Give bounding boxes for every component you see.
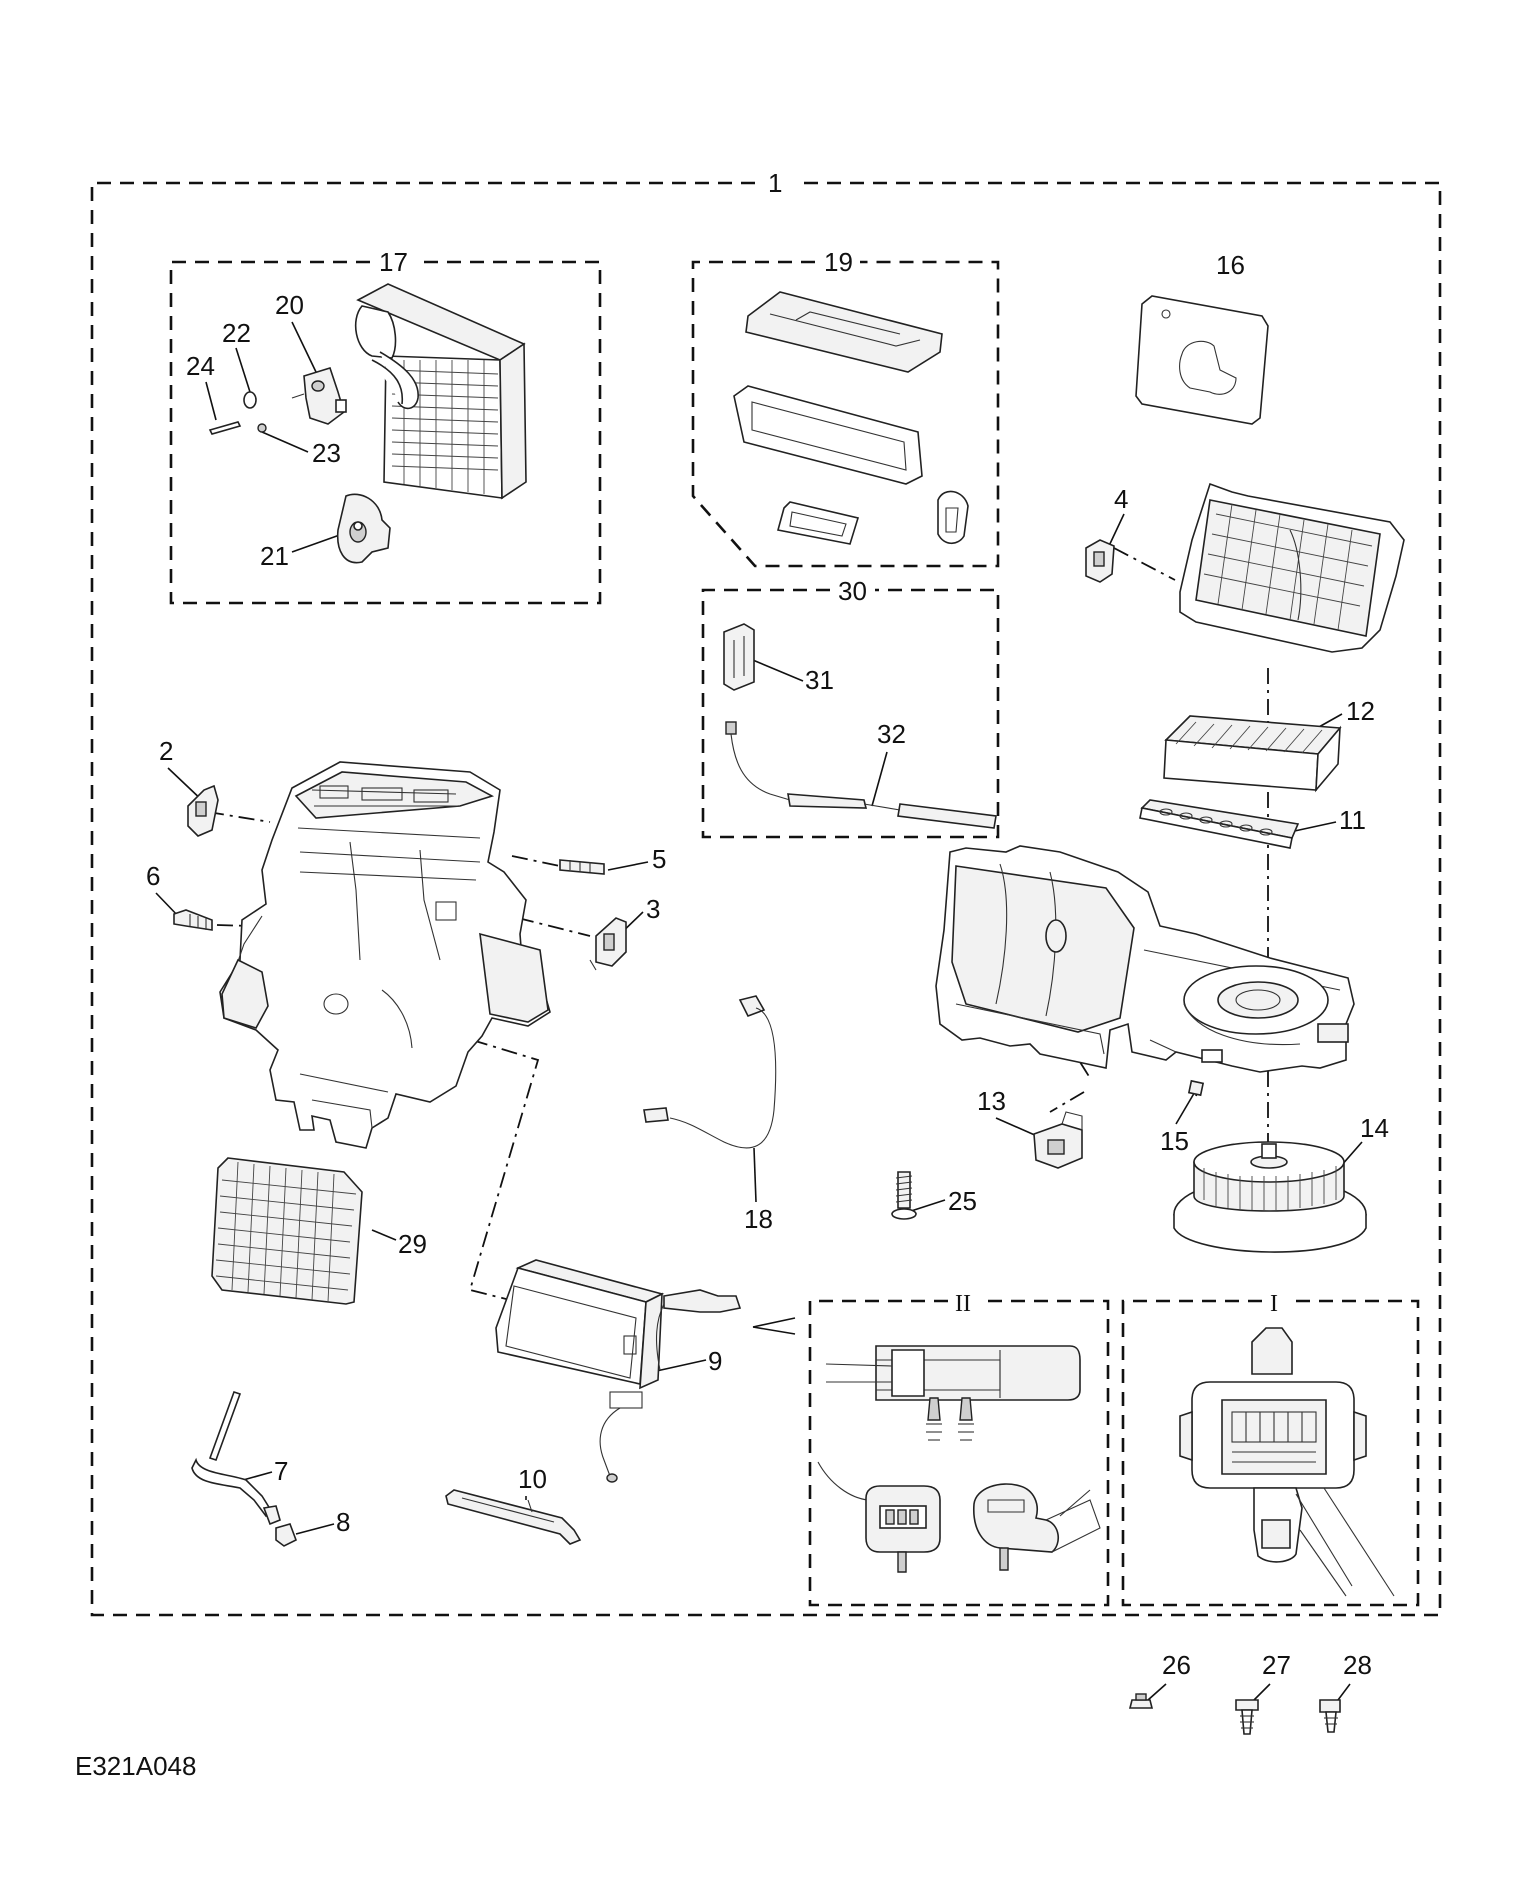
valve-bolt	[208, 421, 242, 435]
seal-upper	[745, 291, 943, 373]
callout-28: 28	[1343, 1650, 1372, 1680]
callout-26: 26	[1162, 1650, 1191, 1680]
detail-I-connector	[1179, 1327, 1395, 1597]
detail-box-I	[1121, 1299, 1420, 1607]
clip-15	[1187, 1079, 1205, 1097]
callout-31: 31	[805, 665, 834, 695]
fastener-27	[1235, 1699, 1259, 1735]
callout-7: 7	[274, 1456, 288, 1486]
mode-actuator	[187, 784, 219, 837]
heater-core	[495, 1259, 742, 1483]
callout-11: 11	[1339, 805, 1366, 835]
harness-18	[643, 995, 777, 1149]
insulator-pad	[1135, 295, 1269, 425]
callout-23: 23	[312, 438, 341, 468]
fastener-26	[1128, 1693, 1154, 1709]
actuator-small	[1085, 539, 1115, 583]
control-module	[723, 623, 755, 691]
callout-9: 9	[708, 1346, 722, 1376]
seal-middle	[733, 385, 923, 485]
callout-22: 22	[222, 318, 251, 348]
sensor-6	[173, 909, 213, 931]
callout-19: 19	[824, 247, 853, 277]
callout-12: 12	[1346, 696, 1375, 726]
drawing-reference-code: E321A048	[75, 1751, 196, 1781]
o-ring	[243, 391, 257, 409]
callout-3: 3	[646, 894, 660, 924]
seal-small-2	[937, 490, 969, 545]
sensor-harness	[725, 721, 997, 829]
valve-cover	[336, 493, 391, 564]
blower-resistor	[1033, 1111, 1083, 1169]
valve-screw	[257, 423, 267, 433]
fastener-28	[1319, 1699, 1341, 1733]
blower-motor-fan	[1173, 1141, 1367, 1253]
callout-8: 8	[336, 1507, 350, 1537]
detail-II-plug-elbow	[973, 1483, 1101, 1571]
detail-box-II	[808, 1299, 1110, 1607]
callout-29: 29	[398, 1229, 427, 1259]
seal-strip	[445, 1489, 582, 1545]
group-box-19	[691, 260, 1000, 568]
seal-small-1	[777, 501, 860, 545]
callout-27: 27	[1262, 1650, 1291, 1680]
callout-32: 32	[877, 719, 906, 749]
temp-actuator	[589, 917, 627, 971]
callout-21: 21	[260, 541, 289, 571]
callout-15: 15	[1160, 1126, 1189, 1156]
callout-13: 13	[977, 1086, 1006, 1116]
callout-18: 18	[744, 1204, 773, 1234]
callout-1: 1	[768, 168, 782, 198]
callout-24: 24	[186, 351, 215, 381]
detail-label-II: II	[955, 1291, 971, 1317]
clip-8	[275, 1523, 298, 1547]
group-box-1	[90, 181, 1442, 1617]
hvac-case	[219, 761, 551, 1149]
drain-pipe	[191, 1390, 281, 1526]
cabin-filter	[1163, 715, 1342, 793]
bar-5	[559, 859, 605, 875]
callout-4: 4	[1114, 484, 1128, 514]
filter-grille	[1139, 799, 1300, 849]
expansion-valve	[291, 367, 347, 425]
callout-20: 20	[275, 290, 304, 320]
callout-6: 6	[146, 861, 160, 891]
evaporator-core	[354, 283, 527, 500]
callout-17: 17	[379, 247, 408, 277]
detail-label-I: I	[1270, 1291, 1278, 1317]
callout-30: 30	[838, 576, 867, 606]
callout-25: 25	[948, 1186, 977, 1216]
callout-2: 2	[159, 736, 173, 766]
blower-housing	[935, 845, 1355, 1073]
callout-5: 5	[652, 844, 666, 874]
detail-II-connector-assembly	[825, 1345, 1081, 1441]
detail-II-plug-3pin	[817, 1461, 941, 1573]
group-box-30	[701, 588, 1000, 839]
callout-10: 10	[518, 1464, 547, 1494]
callout-14: 14	[1360, 1113, 1389, 1143]
blower-inlet-housing	[1179, 482, 1405, 653]
screw-25	[891, 1171, 917, 1220]
callout-16: 16	[1216, 250, 1245, 280]
group-box-17	[169, 260, 602, 605]
filter-screen-29	[211, 1157, 363, 1305]
